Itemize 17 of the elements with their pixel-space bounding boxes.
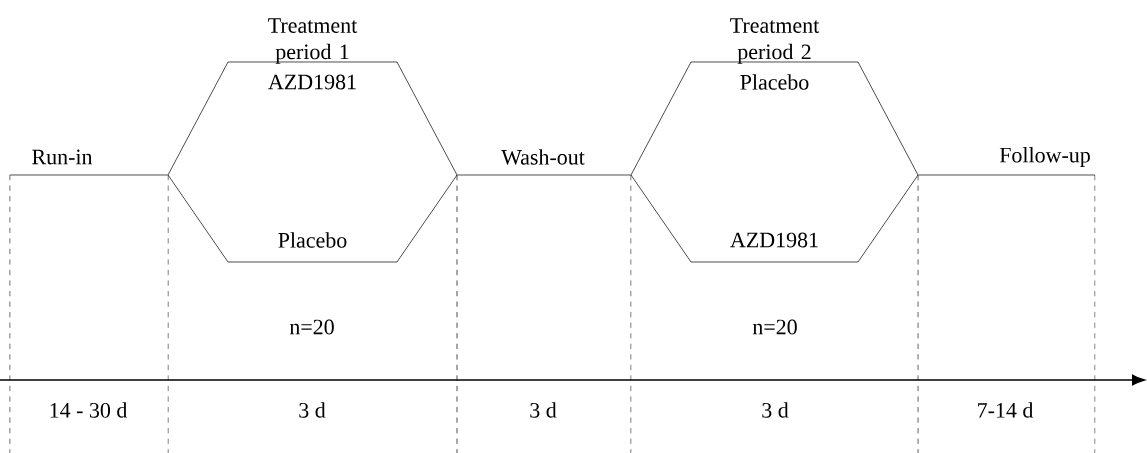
timeline-line [457, 174, 631, 176]
duration-label: 3 d [299, 402, 326, 418]
node-label: Treatment period 1 [268, 18, 358, 64]
timeline-line [918, 174, 1096, 176]
phase-label: Follow-up [999, 147, 1090, 167]
phase-label: Run-in [32, 149, 93, 165]
group-size: n=20 [289, 319, 334, 335]
duration-label: 3 d [530, 402, 557, 418]
hexagon-arm: Treatment period 1 AZD1981 Placebo [167, 18, 458, 263]
group-size: n=20 [752, 319, 797, 335]
hexagon-arm: Treatment period 2 Placebo AZD1981 [630, 18, 919, 263]
duration-label: 7-14 d [978, 402, 1034, 418]
node-label: Treatment period 2 [730, 18, 820, 64]
duration-label: 14 - 30 d [50, 402, 128, 418]
phase-label: Wash-out [501, 149, 585, 165]
timeline-line [9, 174, 168, 176]
duration-label: 3 d [762, 402, 789, 418]
